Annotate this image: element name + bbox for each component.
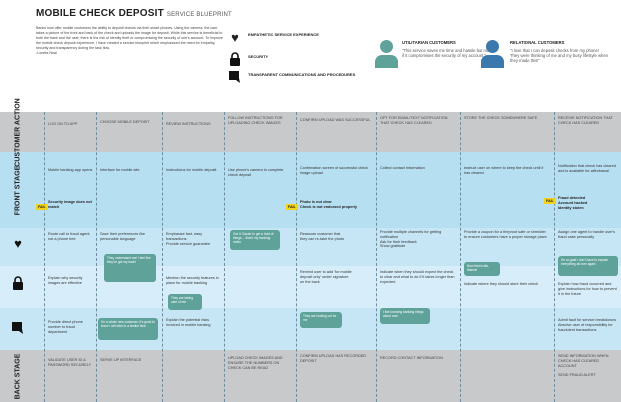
chat-icon (0, 321, 36, 338)
back-stage-cell: CONFIRM UPLOAD HAS RECORDED DEPOSIT (300, 354, 367, 363)
page-title: MOBILE CHECK DEPOSIT SERVICE BLUEPRINT (36, 8, 232, 19)
title-subtitle: SERVICE BLUEPRINT (166, 12, 232, 18)
security-callout: They are taking care of me (168, 294, 202, 310)
legend-item-security: SECURITY (228, 52, 358, 66)
row-label-front-stage: FRONT STAGE (0, 152, 36, 228)
front-stage-cell: Interface for mobile site (100, 168, 140, 172)
chat-icon (228, 70, 242, 85)
legend-label: TRANSPARENT COMMUNICATIONS AND PROCEDURE… (248, 72, 356, 77)
empathy-cell: Emphasize fast, easy transactions Provid… (166, 232, 211, 246)
persona-quote: "This service saves me time and hassle b… (402, 48, 490, 58)
transparency-callout: I like knowing banking things about now (380, 308, 430, 324)
security-cell: Mention the security features in place f… (166, 276, 219, 285)
legend-item-transparency: TRANSPARENT COMMUNICATIONS AND PROCEDURE… (228, 70, 358, 88)
back-stage-cell: UPLOAD CHECK IMAGES AND ENSURE THE NUMBE… (228, 356, 283, 370)
column-divider (224, 112, 225, 402)
empathy-cell: Provide a coupon for a fireproof safe or… (464, 230, 547, 239)
customer-action-cell: CONFIRM UPLOAD WAS SUCCESSFUL (300, 118, 371, 122)
empathy-cell: Provide multiple channels for getting no… (380, 230, 442, 249)
front-stage-cell: Collect contact information (380, 166, 425, 170)
persona-name: UTILITARIAN CUSTOMERS (402, 40, 456, 45)
fail-band (0, 198, 621, 228)
customer-action-cell: LOG ON TO APP (48, 122, 78, 126)
intro-text: Banks now offer mobile customers the abi… (36, 26, 224, 56)
column-divider (44, 112, 45, 402)
person-icon (486, 40, 499, 53)
front-stage-cell: Instructions for mobile deposit (166, 168, 217, 172)
column-divider (162, 112, 163, 402)
customer-action-cell: REVIEW INSTRUCTIONS (166, 122, 211, 126)
fail-badge: FAIL (544, 198, 556, 204)
column-divider (296, 112, 297, 402)
lock-icon (0, 276, 36, 293)
fail-point-text: Fraud detected Account hacked Identity s… (558, 196, 588, 210)
row-label-back-stage: BACK STAGE (0, 350, 36, 402)
legend-item-empathy: ♥ EMPATHETIC SERVICE EXPERIENCE (228, 30, 358, 45)
customer-action-band (0, 112, 621, 152)
security-cell: Indicate when they should expect the che… (380, 270, 455, 284)
fail-point-text: Photo is not clear Check is not endorsed… (300, 200, 357, 209)
legend-label: EMPATHETIC SERVICE EXPERIENCE (248, 32, 319, 37)
heart-icon: ♥ (231, 30, 239, 45)
persona-name: RELATIONAL CUSTOMERS (510, 40, 565, 45)
customer-action-cell: RECEIVE NOTIFICATION THAT CHECK HAS CLEA… (558, 116, 613, 125)
customer-action-cell: STORE THE CHECK SOMEWHERE SAFE (464, 116, 538, 120)
security-cell: Indicate where they should store their c… (464, 282, 539, 286)
front-stage-cell: Use phone's camera to complete check dep… (228, 168, 284, 177)
persona-quote: "I love that I can deposit checks from m… (510, 48, 608, 63)
customer-action-cell: OPT FOR EMAIL/TEXT NOTIFICATION THAT CHE… (380, 116, 448, 125)
fail-badge: FAIL (286, 204, 298, 210)
transparency-cell: Explain the potential risks involved in … (166, 318, 211, 327)
transparency-cell: Provide direct phone number to fraud dep… (48, 320, 83, 334)
person-icon (380, 40, 393, 53)
column-divider (554, 112, 555, 402)
column-divider (376, 112, 377, 402)
back-stage-cell: SERVE UP INTERFACE (100, 358, 142, 362)
empathy-cell: Save their preferences like personable l… (100, 232, 145, 241)
persona-relational: RELATIONAL CUSTOMERS "I love that I can … (480, 38, 610, 98)
title-text: MOBILE CHECK DEPOSIT (36, 8, 164, 19)
row-label-customer-action: CUSTOMER ACTION (0, 98, 36, 166)
front-stage-cell: Mobile banking app opens (48, 168, 93, 172)
column-divider (460, 112, 461, 402)
back-stage-cell: VALIDATE USER ID & PASSWORD SECURELY (48, 358, 92, 367)
fail-point-text: Security image does not match (48, 200, 92, 209)
security-cell: Explain why security images are effectiv… (48, 276, 83, 285)
person-body (375, 55, 398, 68)
security-cell: Remind user to add 'for mobile deposit o… (300, 270, 352, 284)
empathy-cell: Reassure customer that they can re-take … (300, 232, 345, 241)
column-divider (96, 112, 97, 402)
person-body (481, 55, 504, 68)
transparency-cell: Admit fault for service breakdowns Absol… (558, 318, 617, 332)
intro-paragraph: Banks now offer mobile customers the abi… (36, 26, 223, 50)
row-label-text: FRONT STAGE (14, 165, 22, 215)
empathy-band (0, 228, 621, 266)
empathy-callout: Got it. Easier to get a hold of things… … (230, 230, 280, 250)
back-stage-cell: RECORD CONTACT INFORMATION (380, 356, 443, 360)
security-cell: Explain how fraud occurred and give inst… (558, 282, 617, 296)
legend-label: SECURITY (248, 54, 269, 59)
front-stage-band (0, 152, 621, 198)
back-stage-cell: SEND INFORMATION WHEN CHECK HAS CLEARED … (558, 354, 609, 378)
back-stage-band (0, 350, 621, 402)
front-stage-cell: Instruct user on where to keep the check… (464, 166, 544, 175)
customer-action-cell: CHOOSE MOBILE DEPOSIT (100, 120, 150, 124)
empathy-callout: Now that is fab, thanks! (464, 262, 500, 276)
heart-icon: ♥ (14, 236, 22, 251)
empathy-cell: Assign one agent to handle user's fraud … (558, 230, 616, 239)
row-label-text: BACK STAGE (14, 353, 22, 399)
persona-utilitarian: UTILITARIAN CUSTOMERS "This service save… (370, 38, 490, 98)
front-stage-cell: Notification that check has cleared and … (558, 164, 616, 173)
customer-action-cell: FOLLOW INSTRUCTIONS FOR UPLOADING CHECK … (228, 116, 283, 125)
empathy-cell: Route call to fraud agent, not a phone t… (48, 232, 91, 241)
transparency-callout: I'm a whole new customer; it's good to k… (98, 318, 158, 340)
empathy-callout: I'm so glad I don't have to explain ever… (558, 256, 618, 276)
empathy-callout: They understand me! I feel like they've … (104, 254, 156, 282)
fail-badge: FAIL (36, 204, 48, 210)
front-stage-cell: Confirmation screen of successful check … (300, 166, 368, 175)
intro-author: -Loretta Neal (36, 51, 57, 55)
security-band (0, 266, 621, 308)
lock-icon (228, 52, 242, 67)
transparency-callout: They are looking out for me (300, 312, 342, 328)
